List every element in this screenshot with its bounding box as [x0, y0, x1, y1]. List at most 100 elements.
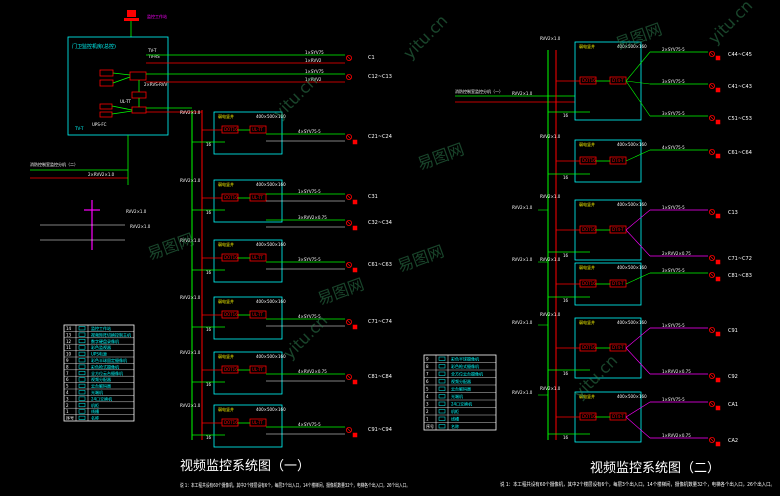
workstation-label: 监控工作站 [147, 13, 167, 19]
port-label: 16 [206, 142, 212, 147]
camera-icon [709, 436, 716, 443]
cable-label: 3×SYV75-5 [662, 79, 685, 84]
cable-label: 1×SYV75 [305, 50, 324, 55]
port-label: 16 [206, 382, 212, 387]
floor-box [213, 351, 283, 395]
legend-num: 1 [426, 417, 429, 422]
decoder-box [579, 156, 597, 165]
legend-symbol-icon [78, 364, 86, 369]
decoder-box [221, 125, 239, 134]
legend-num: 3 [66, 396, 69, 401]
legend-desc: 监控工作站 [91, 325, 111, 331]
cable-label: RVV2×1.0 [180, 350, 201, 355]
cable-label: RVV2×1.0 [180, 295, 201, 300]
floor-box-size: 400×500×160 [617, 202, 647, 207]
cable-label: RVV2×1.0 [180, 403, 201, 408]
port-label: 16 [563, 253, 569, 258]
camera-lens [345, 55, 352, 62]
decoder-box [221, 193, 239, 202]
output-label: C44~C45 [728, 52, 752, 58]
floor-box-size: 400×500×160 [256, 242, 286, 247]
equipment-box [99, 103, 113, 110]
output-label: CA2 [728, 438, 738, 444]
watermark-text: 易图网 [395, 241, 447, 275]
legend-desc: 光端机 [91, 389, 103, 395]
floor-box-size: 400×500×160 [617, 394, 647, 399]
legend-symbol-icon [78, 383, 86, 388]
cable-label: 4×RVV2×0.75 [298, 369, 327, 374]
legend-num: 7 [66, 371, 69, 376]
camera-mark [346, 194, 352, 200]
legend-symbol-icon [438, 416, 446, 421]
device-label: DT4-T [612, 227, 624, 232]
floor-box-label: 弱电竖井 [579, 264, 595, 270]
legend-desc: 光端机 [451, 393, 463, 399]
legend-num: 9 [66, 358, 69, 363]
legend-num: 13 [66, 332, 72, 337]
decoder-box [221, 310, 239, 319]
legend-num: 6 [66, 377, 69, 382]
port-label: 16 [563, 113, 569, 118]
legend-symbol-icon [78, 396, 86, 401]
legend-desc: 视频矩阵切换控制主机 [91, 331, 131, 337]
device-label: DOT16 [582, 345, 596, 350]
distributor-box [609, 76, 627, 85]
legend-desc: 彩色半球固定摄像机 [91, 357, 127, 363]
distributor-box [249, 125, 267, 134]
legend-symbol-icon [78, 377, 86, 382]
branch-label: 消防控制室监控分机（二） [30, 161, 78, 167]
terminal-icon [352, 199, 358, 205]
terminal-icon [715, 331, 721, 337]
floor-box-label: 弱电竖井 [218, 181, 234, 187]
legend-symbol-icon [78, 326, 86, 331]
camera-icon [345, 133, 352, 140]
camera-icon [709, 271, 716, 278]
legend-desc: 24口交换机 [91, 395, 112, 401]
decoder-box [579, 225, 597, 234]
device-label: TV-T [147, 48, 157, 53]
legend-symbol-icon [78, 351, 86, 356]
legend-symbol-icon [438, 401, 446, 406]
legend-symbol-icon [78, 409, 86, 414]
cable-label: 3×SYV75-5 [662, 268, 685, 273]
device-label: UL-TT [252, 127, 264, 132]
camera-mark [709, 255, 715, 261]
camera-mark [709, 149, 715, 155]
legend-symbol-icon [78, 371, 86, 376]
terminal-icon [352, 324, 358, 330]
terminal-icon [715, 87, 721, 93]
legend-num: 5 [426, 387, 429, 392]
camera-lens [345, 193, 352, 200]
wire [625, 80, 651, 85]
watermark-text: yitu.cn [399, 11, 451, 63]
floor-box-size: 400×500×160 [256, 114, 286, 119]
legend-num: 4 [66, 390, 69, 395]
distributor-box [249, 310, 267, 319]
camera-mark [346, 55, 352, 61]
cable-label: 4×SYV75-5 [662, 145, 685, 150]
decoder-box [221, 418, 239, 427]
legend-desc: 云台解码器 [451, 386, 471, 392]
device-label: TV-RS [147, 54, 160, 59]
cable-label: 1×RVV2 [305, 58, 322, 63]
cable-label: RVV2×1.0 [540, 134, 561, 139]
output-label: C13 [728, 210, 738, 216]
wire [625, 229, 651, 257]
cable-label: 1×RVV2×0.75 [662, 433, 691, 438]
watermark-text: yitu.cn [569, 351, 621, 403]
camera-mark [346, 319, 352, 325]
camera-icon [709, 326, 716, 333]
terminal-icon [715, 441, 721, 447]
cable-label: 3×SYV75-5 [662, 111, 685, 116]
cable-label: RVV2×1.0 [540, 386, 561, 391]
cable-label: 2×RVV2×0.75 [662, 251, 691, 256]
camera-mark [709, 373, 715, 379]
camera-icon [345, 318, 352, 325]
diagram-one-title: 视频监控系统图（一） [180, 459, 310, 474]
